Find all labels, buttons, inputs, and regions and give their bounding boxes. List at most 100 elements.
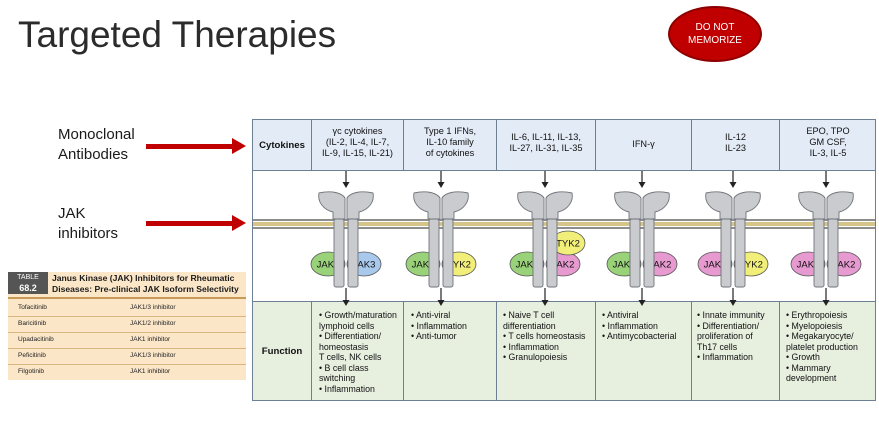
drug-name: Baricitinib — [18, 320, 47, 327]
jak-right-label: JAK2 — [649, 260, 672, 271]
table-row: Upadacitinib JAK1 inhibitor — [8, 332, 246, 349]
function-line: • Anti-viral — [411, 310, 451, 320]
cytokine-line: IL-9, IL-15, IL-21) — [322, 148, 393, 158]
arrowhead-icon — [638, 182, 646, 188]
function-line: T cells, NK cells — [319, 352, 382, 362]
arrowhead-icon — [437, 182, 445, 188]
receptor-right-head — [733, 191, 761, 220]
cytokine-line: EPO, TPO — [806, 126, 850, 136]
function-line: • Inflammation — [411, 320, 467, 331]
cytokine-line: IL-12 — [725, 132, 746, 142]
function-line: • B cell class — [319, 362, 369, 373]
cytokine-cell: γc cytokines (IL-2, IL-4, IL-7, IL-9, IL… — [312, 126, 403, 159]
receptor-right-head — [441, 191, 469, 220]
cytokine-line: IL-10 family — [426, 137, 474, 147]
drug-selectivity: JAK1 inhibitor — [130, 368, 171, 375]
function-line: • Growth/maturation — [319, 310, 397, 320]
receptor-left-stalk — [720, 218, 732, 288]
function-cell: • Anti-viral • Inflammation • Anti-tumor — [411, 310, 467, 342]
table-tag-number: 68.2 — [19, 283, 37, 293]
label-line: inhibitors — [58, 225, 119, 242]
table-tag: TABLE 68.2 — [8, 272, 48, 294]
jak-arrow-icon — [146, 215, 246, 231]
receptor-right-stalk — [546, 218, 558, 288]
jak-extra-label: TYK2 — [556, 239, 580, 250]
jak-right-label: TYK2 — [739, 260, 763, 271]
function-line: • Granulopoiesis — [503, 352, 568, 362]
cytokine-line: IFN-γ — [632, 139, 655, 149]
jak-inhibitor-table: TABLE 68.2 Janus Kinase (JAK) Inhibitors… — [8, 272, 246, 380]
function-line: • Inflammation — [503, 341, 559, 352]
receptor-right-stalk — [734, 218, 746, 288]
function-cell: • Innate immunity • Differentiation/ pro… — [697, 310, 765, 363]
cytokine-cell: IL-12 IL-23 — [692, 132, 779, 154]
table-row: Tofacitinib JAK1/3 inhibitor — [8, 300, 246, 317]
function-cell: • Erythropoiesis • Myelopoiesis • Megaka… — [786, 310, 858, 384]
label-line: Antibodies — [58, 146, 129, 163]
badge-line-2: MEMORIZE — [688, 35, 742, 46]
function-cell: • Naive T cell differentiation • T cells… — [503, 310, 585, 363]
receptor-right-stalk — [442, 218, 454, 288]
cytokine-cell: Type 1 IFNs, IL-10 family of cytokines — [404, 126, 496, 159]
function-line: • Differentiation/ — [697, 320, 760, 331]
receptor-right-head — [346, 191, 374, 220]
jak-signaling-figure: Cytokines Function γc cytokines (IL-2, I… — [252, 119, 876, 401]
jak-left-label: JAK1 — [516, 260, 539, 271]
cytokine-line: GM CSF, — [809, 137, 847, 147]
caption-line: Diseases: Pre-clinical JAK Isoform Selec… — [52, 284, 239, 294]
badge-line-1: DO NOT — [695, 22, 735, 33]
label-line: JAK — [58, 205, 86, 222]
function-line: • Antimycobacterial — [602, 331, 677, 341]
function-line: homeostasis — [319, 341, 369, 352]
receptor-left-head — [318, 191, 346, 220]
function-line: proliferation of — [697, 331, 753, 341]
cytokine-line: IL-6, IL-11, IL-13, — [511, 132, 581, 142]
drug-name: Upadacitinib — [18, 336, 54, 343]
function-line: • Differentiation/ — [319, 331, 382, 341]
cytokines-band — [253, 120, 875, 171]
arrowhead-icon — [541, 182, 549, 188]
receptor-left-head — [413, 191, 441, 220]
drug-selectivity: JAK1 inhibitor — [130, 336, 171, 343]
drug-selectivity: JAK1/3 inhibitor — [130, 352, 176, 359]
cytokine-line: (IL-2, IL-4, IL-7, — [325, 137, 390, 147]
receptor-left-stalk — [333, 218, 345, 288]
function-line: • Antiviral — [602, 310, 639, 320]
jak-left-label: JAK2 — [704, 260, 727, 271]
table-row: Baricitinib JAK1/2 inhibitor — [8, 316, 246, 333]
mab-arrow-icon — [146, 138, 246, 154]
function-line: lymphoid cells — [319, 320, 375, 331]
receptor-left-head — [798, 191, 826, 220]
cytokine-line: IL-23 — [725, 143, 746, 153]
table-caption: Janus Kinase (JAK) Inhibitors for Rheuma… — [52, 273, 239, 295]
arrowhead-icon — [437, 300, 445, 306]
cytokine-cell: IL-6, IL-11, IL-13, IL-27, IL-31, IL-35 — [497, 132, 595, 154]
slide-title: Targeted Therapies — [18, 14, 337, 55]
arrowhead-icon — [541, 300, 549, 306]
function-line: switching — [319, 373, 356, 383]
function-line: • Megakaryocyte/ — [786, 331, 854, 341]
drug-selectivity: JAK1/3 inhibitor — [130, 304, 176, 311]
function-line: differentiation — [503, 320, 556, 331]
drug-name: Tofacitinib — [18, 304, 47, 311]
receptor-right-head — [826, 191, 854, 220]
arrowhead-icon — [342, 300, 350, 306]
receptor-right-head — [545, 191, 573, 220]
function-band — [253, 301, 875, 400]
table-row: Filgotinib JAK1 inhibitor — [8, 364, 246, 380]
cytokine-line: of cytokines — [425, 148, 475, 158]
arrowhead-icon — [729, 182, 737, 188]
jak-inhibitors-label: JAK inhibitors — [58, 204, 118, 244]
receptor-left-head — [517, 191, 545, 220]
function-line: • Growth — [786, 352, 820, 362]
receptor-left-head — [614, 191, 642, 220]
receptor-right-head — [642, 191, 670, 220]
drug-name: Peficitinib — [18, 352, 46, 359]
jak-right-label: JAK3 — [353, 260, 376, 271]
function-cell: • Growth/maturation lymphoid cells • Dif… — [319, 310, 397, 394]
function-line: • Mammary — [786, 362, 831, 373]
function-line: • Inflammation — [319, 383, 375, 394]
drug-selectivity: JAK1/2 inhibitor — [130, 320, 176, 327]
receptor-right-stalk — [643, 218, 655, 288]
